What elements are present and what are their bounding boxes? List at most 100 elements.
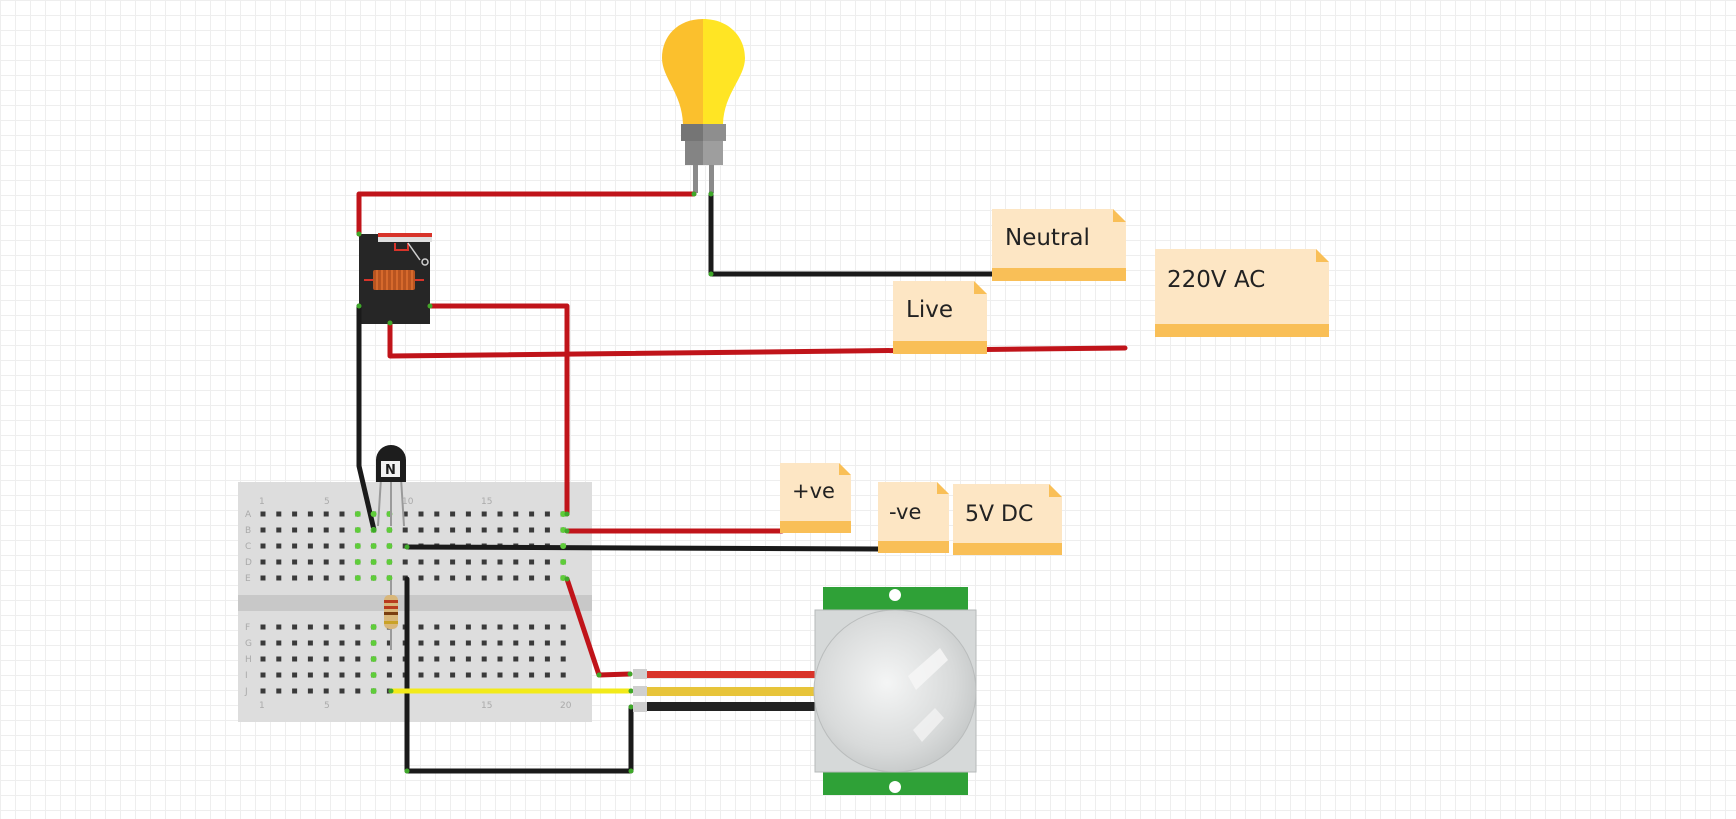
breadboard-hole[interactable] xyxy=(481,575,487,581)
breadboard-hole[interactable] xyxy=(355,640,361,646)
breadboard-hole[interactable] xyxy=(260,527,266,533)
breadboard-hole[interactable] xyxy=(544,656,550,662)
breadboard-hole[interactable] xyxy=(260,688,266,694)
breadboard-hole[interactable] xyxy=(260,624,266,630)
breadboard-hole[interactable] xyxy=(434,559,440,565)
breadboard-hole[interactable] xyxy=(513,527,519,533)
breadboard-hole[interactable] xyxy=(292,640,298,646)
breadboard-hole[interactable] xyxy=(434,511,440,517)
breadboard-hole[interactable] xyxy=(307,543,313,549)
breadboard-hole[interactable] xyxy=(529,656,535,662)
wire-endpoint[interactable] xyxy=(628,688,634,694)
breadboard-hole[interactable] xyxy=(418,527,424,533)
breadboard-hole[interactable] xyxy=(276,559,282,565)
wire-endpoint[interactable] xyxy=(356,231,362,237)
breadboard-hole[interactable] xyxy=(544,559,550,565)
note-5v-dc[interactable]: 5V DC xyxy=(953,484,1062,555)
breadboard-hole[interactable] xyxy=(560,640,566,646)
breadboard-hole[interactable] xyxy=(450,672,456,678)
breadboard-hole[interactable] xyxy=(307,511,313,517)
breadboard-hole[interactable] xyxy=(450,527,456,533)
breadboard-hole[interactable] xyxy=(323,672,329,678)
breadboard-hole[interactable] xyxy=(497,559,503,565)
relay[interactable] xyxy=(359,233,432,324)
wire-endpoint[interactable] xyxy=(564,576,570,582)
wire-endpoint[interactable] xyxy=(388,688,394,694)
breadboard-hole[interactable] xyxy=(560,624,566,630)
breadboard-hole[interactable] xyxy=(323,575,329,581)
breadboard-hole[interactable] xyxy=(434,672,440,678)
breadboard-hole[interactable] xyxy=(307,575,313,581)
breadboard-hole[interactable] xyxy=(544,640,550,646)
breadboard-hole[interactable] xyxy=(276,511,282,517)
breadboard-hole[interactable] xyxy=(418,640,424,646)
breadboard-hole[interactable] xyxy=(339,640,345,646)
breadboard-hole[interactable] xyxy=(386,656,392,662)
breadboard-hole[interactable] xyxy=(481,640,487,646)
breadboard-hole[interactable] xyxy=(465,672,471,678)
breadboard-hole[interactable] xyxy=(497,624,503,630)
breadboard-hole[interactable] xyxy=(386,672,392,678)
breadboard-hole[interactable] xyxy=(529,511,535,517)
pir-sensor[interactable] xyxy=(633,587,977,795)
wire-endpoint[interactable] xyxy=(427,303,433,309)
note-220v-ac[interactable]: 220V AC xyxy=(1155,249,1329,337)
breadboard-hole[interactable] xyxy=(292,688,298,694)
breadboard-hole[interactable] xyxy=(418,624,424,630)
breadboard-hole[interactable] xyxy=(434,640,440,646)
wire-endpoint[interactable] xyxy=(627,671,633,677)
breadboard-hole[interactable] xyxy=(529,672,535,678)
breadboard-hole[interactable] xyxy=(276,575,282,581)
breadboard-hole[interactable] xyxy=(260,656,266,662)
breadboard-hole[interactable] xyxy=(307,672,313,678)
breadboard-hole[interactable] xyxy=(307,527,313,533)
breadboard-hole[interactable] xyxy=(260,672,266,678)
breadboard-hole[interactable] xyxy=(276,624,282,630)
breadboard-hole[interactable] xyxy=(497,527,503,533)
breadboard-hole[interactable] xyxy=(513,575,519,581)
breadboard-hole[interactable] xyxy=(544,527,550,533)
breadboard-hole[interactable] xyxy=(386,640,392,646)
breadboard-hole[interactable] xyxy=(465,656,471,662)
breadboard[interactable]: A B C D E F G H I J 1 5 10 15 1 5 15 20 xyxy=(238,482,592,722)
breadboard-hole[interactable] xyxy=(465,527,471,533)
breadboard-hole[interactable] xyxy=(560,656,566,662)
wires-dc[interactable] xyxy=(388,528,883,774)
breadboard-hole[interactable] xyxy=(339,575,345,581)
breadboard-hole[interactable] xyxy=(323,527,329,533)
breadboard-hole[interactable] xyxy=(450,511,456,517)
breadboard-hole[interactable] xyxy=(465,559,471,565)
breadboard-hole[interactable] xyxy=(323,688,329,694)
breadboard-hole[interactable] xyxy=(529,559,535,565)
breadboard-hole[interactable] xyxy=(276,688,282,694)
breadboard-hole[interactable] xyxy=(292,527,298,533)
breadboard-hole[interactable] xyxy=(276,656,282,662)
breadboard-hole[interactable] xyxy=(339,527,345,533)
breadboard-hole[interactable] xyxy=(292,543,298,549)
breadboard-hole[interactable] xyxy=(260,559,266,565)
breadboard-hole[interactable] xyxy=(513,559,519,565)
breadboard-hole[interactable] xyxy=(307,624,313,630)
breadboard-hole[interactable] xyxy=(450,640,456,646)
breadboard-hole[interactable] xyxy=(339,543,345,549)
breadboard-hole[interactable] xyxy=(465,624,471,630)
breadboard-hole[interactable] xyxy=(513,640,519,646)
wire-endpoint[interactable] xyxy=(691,191,697,197)
wire-endpoint[interactable] xyxy=(564,511,570,517)
breadboard-hole[interactable] xyxy=(434,624,440,630)
breadboard-hole[interactable] xyxy=(434,575,440,581)
breadboard-hole[interactable] xyxy=(497,640,503,646)
transistor[interactable]: N xyxy=(376,445,406,527)
breadboard-hole[interactable] xyxy=(513,672,519,678)
breadboard-hole[interactable] xyxy=(307,656,313,662)
breadboard-hole[interactable] xyxy=(276,543,282,549)
note-live[interactable]: Live xyxy=(893,281,987,354)
breadboard-hole[interactable] xyxy=(434,656,440,662)
wire-endpoint[interactable] xyxy=(708,271,714,277)
breadboard-hole[interactable] xyxy=(481,527,487,533)
breadboard-hole[interactable] xyxy=(434,527,440,533)
breadboard-hole[interactable] xyxy=(292,559,298,565)
breadboard-hole[interactable] xyxy=(481,511,487,517)
breadboard-hole[interactable] xyxy=(355,688,361,694)
breadboard-hole[interactable] xyxy=(418,575,424,581)
